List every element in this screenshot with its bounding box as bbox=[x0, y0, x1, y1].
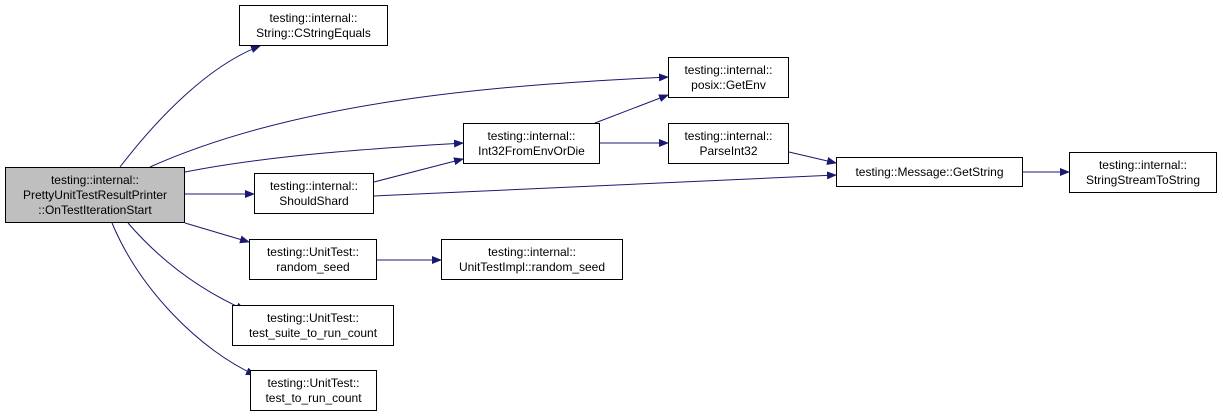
node-label-line: ParseInt32 bbox=[699, 143, 758, 158]
node-label-line: Int32FromEnvOrDie bbox=[478, 143, 585, 158]
edge-root-to-test_to_run_count bbox=[111, 222, 256, 376]
node-label-line: PrettyUnitTestResultPrinter bbox=[22, 187, 168, 202]
node-label-line: testing::internal:: bbox=[487, 244, 577, 259]
edge-shouldshard-to-message_getstring bbox=[373, 171, 837, 197]
node-stringstream-to-string[interactable]: testing::internal:: StringStreamToString bbox=[1069, 152, 1217, 193]
node-string-cstring-equals[interactable]: testing::internal:: String::CStringEqual… bbox=[239, 5, 388, 46]
edge-root-to-unittest_random_seed bbox=[184, 222, 250, 244]
node-label-line: random_seed bbox=[276, 259, 350, 274]
node-unittestimpl-random-seed[interactable]: testing::internal:: UnitTestImpl::random… bbox=[441, 239, 623, 280]
node-label-line: ShouldShard bbox=[279, 193, 349, 208]
node-label-line: testing::internal:: bbox=[50, 172, 140, 187]
node-label-line: posix::GetEnv bbox=[691, 77, 766, 92]
node-label-line: test_to_run_count bbox=[265, 390, 362, 405]
node-label-line: testing::internal:: bbox=[684, 62, 773, 77]
node-int32-from-env-or-die[interactable]: testing::internal:: Int32FromEnvOrDie bbox=[463, 123, 600, 164]
edge-int32fromenvordie-to-getenv bbox=[594, 94, 669, 124]
edge-root-to-getenv bbox=[149, 73, 669, 168]
node-label-line: testing::UnitTest:: bbox=[266, 244, 360, 259]
edge-root-to-cstringequals bbox=[119, 45, 261, 168]
node-label-line: UnitTestImpl::random_seed bbox=[458, 259, 606, 274]
node-label-line: StringStreamToString bbox=[1085, 172, 1201, 187]
node-label-line: testing::UnitTest:: bbox=[266, 310, 360, 325]
node-root-pretty-unit-test-result-printer-on-test-iteration-start[interactable]: testing::internal:: PrettyUnitTestResult… bbox=[5, 167, 185, 223]
node-label-line: testing::internal:: bbox=[487, 128, 576, 143]
node-label-line: testing::internal:: bbox=[1098, 157, 1188, 172]
node-should-shard[interactable]: testing::internal:: ShouldShard bbox=[254, 173, 374, 214]
node-label-line: ::OnTestIterationStart bbox=[38, 202, 152, 217]
node-label-line: String::CStringEquals bbox=[256, 25, 371, 40]
edge-root-to-int32fromenvordie bbox=[184, 139, 464, 173]
node-test-suite-to-run-count[interactable]: testing::UnitTest:: test_suite_to_run_co… bbox=[232, 305, 394, 346]
edge-parseint32-to-message_getstring bbox=[788, 151, 837, 165]
node-label-line: testing::internal:: bbox=[269, 178, 359, 193]
node-label-line: testing::Message::GetString bbox=[855, 164, 1004, 179]
node-posix-getenv[interactable]: testing::internal:: posix::GetEnv bbox=[668, 57, 789, 98]
node-label-line: testing::internal:: bbox=[269, 10, 358, 25]
node-unittest-random-seed[interactable]: testing::UnitTest:: random_seed bbox=[249, 239, 377, 280]
edge-shouldshard-to-int32fromenvordie bbox=[373, 157, 464, 183]
node-label-line: testing::internal:: bbox=[684, 128, 773, 143]
node-message-getstring[interactable]: testing::Message::GetString bbox=[836, 157, 1023, 187]
node-label-line: testing::UnitTest:: bbox=[267, 375, 360, 390]
node-test-to-run-count[interactable]: testing::UnitTest:: test_to_run_count bbox=[250, 370, 377, 411]
node-label-line: test_suite_to_run_count bbox=[248, 325, 378, 340]
edge-root-to-test_suite_to_run_count bbox=[127, 222, 246, 311]
node-parse-int32[interactable]: testing::internal:: ParseInt32 bbox=[668, 123, 789, 164]
